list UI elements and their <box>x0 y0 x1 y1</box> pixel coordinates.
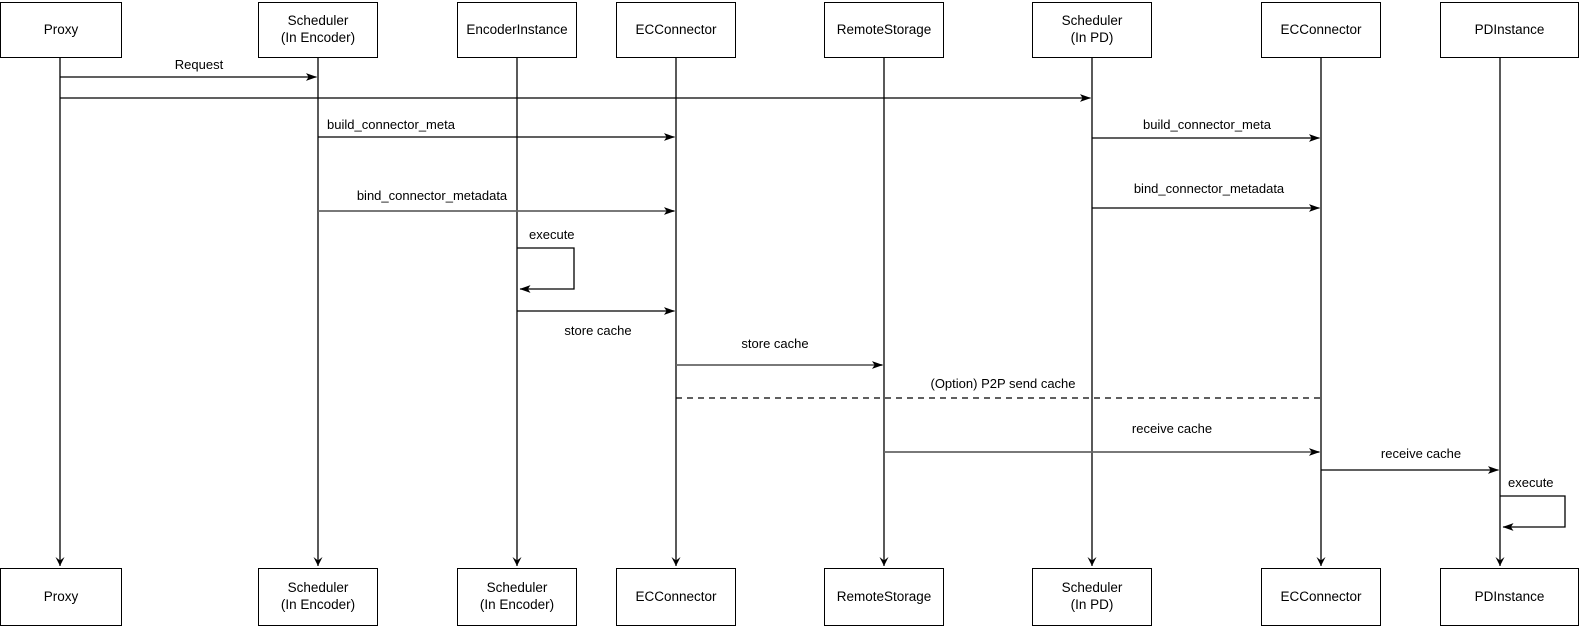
participant-top-sched-pd[interactable]: Scheduler (In PD) <box>1032 2 1152 58</box>
participant-top-pd-inst[interactable]: PDInstance <box>1440 2 1579 58</box>
participant-top-enc-inst[interactable]: EncoderInstance <box>457 2 577 58</box>
message-label-m4: build_connector_meta <box>1143 117 1271 132</box>
participant-bottom-label-sched-pd-b: Scheduler (In PD) <box>1061 580 1123 612</box>
participant-top-label-sched-pd: Scheduler (In PD) <box>1061 13 1123 45</box>
participant-top-label-ec-conn-l: ECConnector <box>635 21 717 37</box>
participant-top-ec-conn-r[interactable]: ECConnector <box>1261 2 1381 58</box>
message-label-m7: store cache <box>564 323 632 338</box>
self-messages-group <box>517 247 1566 531</box>
message-label-m9: (Option) P2P send cache <box>930 376 1076 391</box>
message-label-m10: receive cache <box>1131 421 1213 436</box>
participant-bottom-label-ec-conn-l-b: ECConnector <box>635 588 717 604</box>
self-message-s1 <box>517 247 575 293</box>
messages-group <box>60 73 1499 474</box>
self-message-label-s2: execute <box>1508 475 1554 490</box>
participant-bottom-label-sched-enc-b2: Scheduler (In Encoder) <box>479 580 555 612</box>
participant-top-label-ec-conn-r: ECConnector <box>1280 21 1362 37</box>
message-label-m3: build_connector_meta <box>327 117 455 132</box>
participant-top-remote-store[interactable]: RemoteStorage <box>824 2 944 58</box>
lifeline-end-arrow-ll-proxy <box>55 557 65 566</box>
lifeline-end-arrow-ll-enc-inst <box>512 557 522 566</box>
participant-top-label-enc-inst: EncoderInstance <box>466 21 568 37</box>
participant-bottom-label-proxy-b: Proxy <box>43 588 79 604</box>
lifeline-end-arrow-ll-remote-store <box>879 557 889 566</box>
message-label-m8: store cache <box>741 336 809 351</box>
participant-top-proxy[interactable]: Proxy <box>0 2 122 58</box>
message-label-m1: Request <box>174 57 224 72</box>
participant-bottom-sched-enc-b[interactable]: Scheduler (In Encoder) <box>258 568 378 626</box>
participant-bottom-label-ec-conn-r-b: ECConnector <box>1280 588 1362 604</box>
participant-top-label-sched-enc: Scheduler (In Encoder) <box>280 13 356 45</box>
participant-top-label-proxy: Proxy <box>43 21 79 37</box>
message-label-m11: receive cache <box>1380 446 1462 461</box>
participant-bottom-sched-enc-b2[interactable]: Scheduler (In Encoder) <box>457 568 577 626</box>
self-message-label-s1: execute <box>529 227 575 242</box>
participant-bottom-label-sched-enc-b: Scheduler (In Encoder) <box>280 580 356 612</box>
participant-top-label-remote-store: RemoteStorage <box>836 21 932 37</box>
participant-bottom-proxy-b[interactable]: Proxy <box>0 568 122 626</box>
message-label-m6: bind_connector_metadata <box>1133 181 1285 196</box>
participant-bottom-ec-conn-l-b[interactable]: ECConnector <box>616 568 736 626</box>
participant-bottom-sched-pd-b[interactable]: Scheduler (In PD) <box>1032 568 1152 626</box>
participant-top-label-pd-inst: PDInstance <box>1474 21 1545 37</box>
participant-bottom-ec-conn-r-b[interactable]: ECConnector <box>1261 568 1381 626</box>
lifeline-end-arrow-ll-sched-enc <box>313 557 323 566</box>
participant-top-sched-enc[interactable]: Scheduler (In Encoder) <box>258 2 378 58</box>
lifeline-end-arrow-ll-ec-conn-l <box>671 557 681 566</box>
message-label-m5: bind_connector_metadata <box>356 188 508 203</box>
participant-bottom-remote-store-b[interactable]: RemoteStorage <box>824 568 944 626</box>
participant-bottom-pd-inst-b[interactable]: PDInstance <box>1440 568 1579 626</box>
participant-bottom-label-pd-inst-b: PDInstance <box>1474 588 1545 604</box>
self-message-s2 <box>1500 495 1566 531</box>
participant-top-ec-conn-l[interactable]: ECConnector <box>616 2 736 58</box>
lifelines-group <box>55 58 1505 566</box>
lifeline-end-arrow-ll-sched-pd <box>1087 557 1097 566</box>
participant-bottom-label-remote-store-b: RemoteStorage <box>836 588 932 604</box>
lifeline-end-arrow-ll-pd-inst <box>1495 557 1505 566</box>
lifeline-end-arrow-ll-ec-conn-r <box>1316 557 1326 566</box>
